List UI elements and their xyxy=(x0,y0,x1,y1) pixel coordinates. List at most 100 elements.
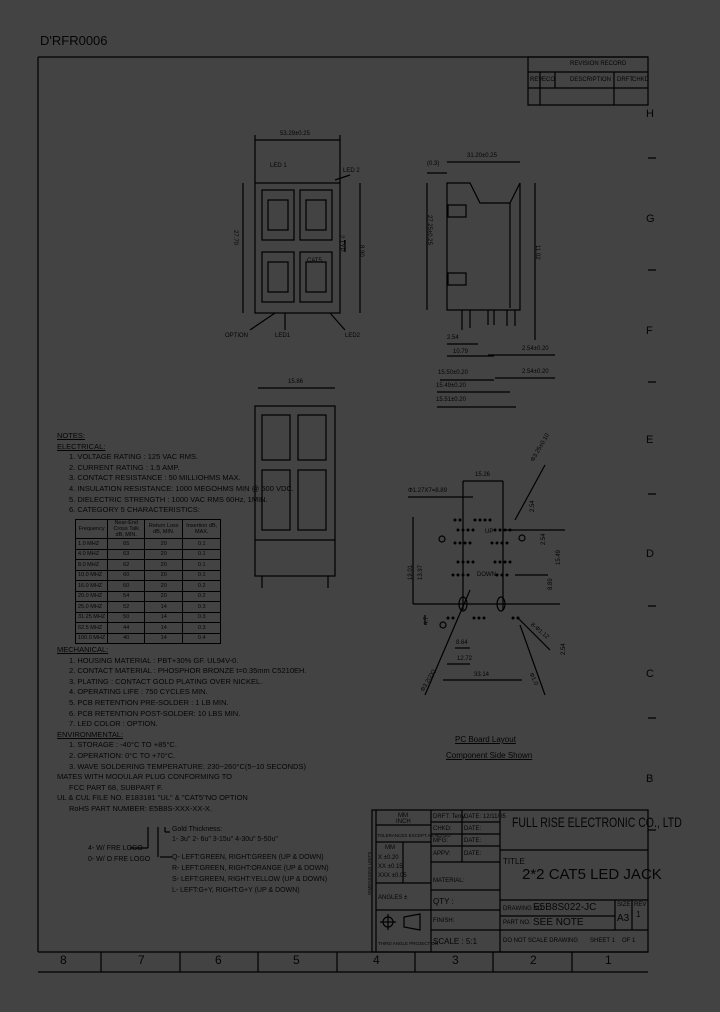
col-label-6: 6 xyxy=(215,953,222,967)
approved-by: APPV: xyxy=(433,851,451,857)
notes-block: NOTES: ELECTRICAL: 1. VOLTAGE RATING : 1… xyxy=(57,431,294,516)
qty-label: QTY : xyxy=(433,897,454,906)
table-cell: 25.0 MHZ xyxy=(74,601,109,613)
top-view-drawing xyxy=(242,135,361,331)
table-cell: 0.2 xyxy=(182,580,222,592)
row-label-h: H xyxy=(646,108,654,120)
table-cell: 54 xyxy=(107,590,146,602)
company-name: FULL RISE ELECTRONIC CO., LTD xyxy=(512,814,682,830)
column-ticks xyxy=(100,952,573,972)
pcb-dim-254b: 2.54 xyxy=(541,533,547,545)
extra-2: FCC PART 68, SUBPART F. xyxy=(69,782,163,792)
electrical-4: 4. INSULATION RESISTANCE: 1000 MEGOHMS M… xyxy=(69,483,294,493)
mechanical-7: 7. LED COLOR : OPTION. xyxy=(69,719,158,729)
angles: ANGLES ± xyxy=(378,895,408,901)
drawing-title: 2*2 CAT5 LED JACK xyxy=(522,866,662,883)
table-cell: 14 xyxy=(144,632,184,644)
extra-3: UL & CUL FILE NO. E183181 "UL" & "CAT5"N… xyxy=(57,793,248,803)
col-return-loss: Return Loss dB, MIN. xyxy=(144,519,184,539)
col-label-2: 2 xyxy=(530,953,537,967)
dim-254b: 2.54±0.20 xyxy=(522,346,549,352)
drawing-no-label: DRAWING NO. xyxy=(503,906,545,912)
led-option-l: L- LEFT:G+Y, RIGHT:G+Y (UP & DOWN) xyxy=(172,887,300,894)
table-cell: 0.1 xyxy=(182,548,222,560)
table-cell: 0.2 xyxy=(182,590,222,602)
dim-height: 27.70 xyxy=(232,230,238,246)
col-label-3: 3 xyxy=(452,953,459,967)
row-label-e: E xyxy=(646,434,654,446)
table-cell: 20 xyxy=(144,590,184,602)
table-cell: 1.0 MHZ xyxy=(74,538,109,550)
mechanical-4: 4. OPERATING LIFE : 750 CYCLES MIN. xyxy=(69,687,208,697)
electrical-6: 6. CATEGORY 5 CHARACTERISTICS: xyxy=(69,505,200,515)
pcb-dim-47: 4.7 xyxy=(424,616,430,625)
col-label-5: 5 xyxy=(293,953,300,967)
row-label-g: G xyxy=(646,213,655,225)
do-not-scale: DO NOT SCALE DRAWING xyxy=(503,938,579,944)
label-option: OPTION xyxy=(225,333,249,339)
table-cell: 40 xyxy=(107,632,146,644)
notes-block-2: MECHANICAL: 1. HOUSING MATERIAL : PBT+30… xyxy=(57,645,307,815)
extra-4: RoHS PART NUMBER: E5B8S-XXX-XX-X. xyxy=(69,803,212,813)
dim-1102: 11.02 xyxy=(534,245,540,260)
dim-depth: 31.20±0.25 xyxy=(467,153,497,159)
mfg: MFG: xyxy=(433,838,448,844)
revision-record-box xyxy=(527,56,649,106)
rev-col: REV xyxy=(530,77,543,83)
label-led1: LED1 xyxy=(275,333,291,339)
pcb-dim-254a: 2.54 xyxy=(530,500,536,512)
table-cell: 0.4 xyxy=(182,632,222,644)
dim-1551: 15.51±0.20 xyxy=(436,397,466,403)
table-cell: 0.1 xyxy=(182,559,222,571)
drawing-number: E5B8S022-JC xyxy=(533,902,597,913)
col-next: Near-End Cross Talk dB, MIN. xyxy=(107,519,146,539)
row-label-f: F xyxy=(646,325,653,337)
label-cat5: CAT5 xyxy=(307,258,322,264)
label-led2: LED2 xyxy=(345,333,361,339)
drft-col: DRFT xyxy=(617,77,633,83)
pcb-dim-1549: 15.49 xyxy=(556,549,562,565)
scale-label: SCALE : 5:1 xyxy=(433,937,478,946)
label-led1-top: LED 1 xyxy=(270,163,287,169)
approved-date: DATE: xyxy=(464,851,482,857)
pcb-layout-drawing xyxy=(408,464,565,696)
table-cell: 16.0 MHZ xyxy=(74,580,109,592)
part-number: SEE NOTE xyxy=(533,917,584,928)
table-cell: 52 xyxy=(107,601,146,613)
chkd-col: CHKD xyxy=(632,77,650,83)
table-cell: 20 xyxy=(144,580,184,592)
table-cell: 10.0 MHZ xyxy=(74,569,109,581)
dim-254a: 2.54 xyxy=(447,335,459,341)
led-option-r: R- LEFT:GREEN, RIGHT:ORANGE (UP & DOWN) xyxy=(172,865,329,872)
tol-xx: XX ±0.15 xyxy=(378,864,403,870)
mechanical-2: 2. CONTACT MATERIAL : PHOSPHOR BRONZE t=… xyxy=(69,666,307,676)
title-label: TITLE xyxy=(503,857,525,866)
mechanical-5: 5. PCB RETENTION PRE-SOLDER : 1 LB MIN. xyxy=(69,697,229,707)
environmental-3: 3. WAVE SOLDERING TEMPERATURE: 230~260°C… xyxy=(69,761,306,771)
environmental-1: 1. STORAGE : -40°C TO +85°C. xyxy=(69,740,177,750)
dim-1079: 10.79 xyxy=(453,349,469,355)
pcb-dim-254c: 2.54 xyxy=(561,643,567,655)
drawing-reference: D'RFR0006 xyxy=(40,33,108,48)
table-cell: 63 xyxy=(107,548,146,560)
table-cell: 62 xyxy=(107,559,146,571)
logo-option-2: 0- W/ O FRE LOGO xyxy=(88,856,151,863)
dim-2typ: 2 TYP xyxy=(338,235,344,252)
table-cell: 0.1 xyxy=(182,569,222,581)
pcb-label-up: UP xyxy=(485,529,494,535)
pcb-dim-1901: 19.01 xyxy=(408,564,414,580)
pcb-caption-sub: Component Side Shown xyxy=(446,751,533,760)
extra-1: MATES WITH MODULAR PLUG CONFORMING TO xyxy=(57,772,233,782)
pcb-caption: PC Board Layout xyxy=(455,735,516,744)
table-cell: 20 xyxy=(144,538,184,550)
tol-mm: MM xyxy=(385,845,395,851)
category5-table: Frequency Near-End Cross Talk dB, MIN. R… xyxy=(74,519,222,644)
dim-front: 15.86 xyxy=(288,379,304,385)
tolerance-note: TOLERANCES EXCEPT AS NOTED xyxy=(377,833,451,838)
